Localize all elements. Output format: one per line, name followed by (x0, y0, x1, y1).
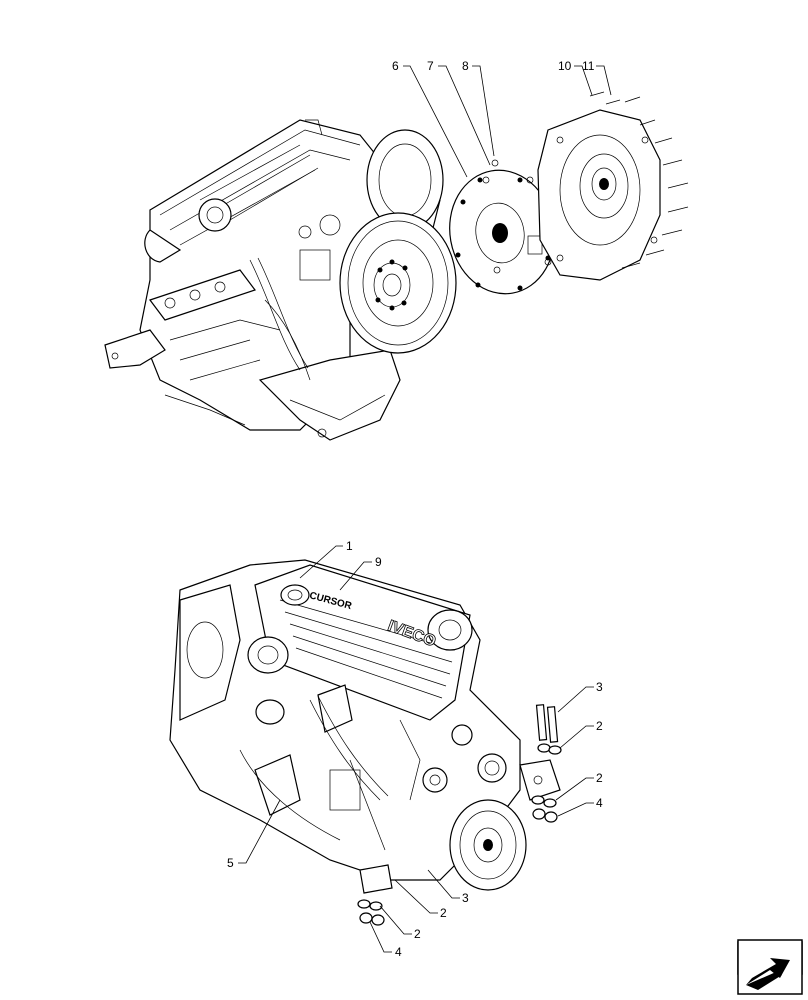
callout-10: 10 (558, 59, 572, 73)
callout-5: 5 (227, 856, 234, 870)
right-mount-hardware (531, 704, 562, 823)
top-engine-assembly (104, 119, 444, 441)
callout-3-left: 3 (462, 891, 469, 905)
housing-cap-screws (589, 91, 689, 269)
callout-4-right: 4 (596, 796, 603, 810)
callout-7: 7 (427, 59, 434, 73)
callout-2-right-lower: 2 (596, 771, 603, 785)
leaders-top (403, 65, 612, 178)
callout-3-right: 3 (596, 680, 603, 694)
plate-bolts (482, 159, 552, 274)
callout-1: 1 (346, 539, 353, 553)
callout-6: 6 (392, 59, 399, 73)
next-page-arrow-icon[interactable] (737, 939, 803, 995)
callout-4-left: 4 (395, 945, 402, 959)
bottom-engine-assembly (169, 559, 561, 894)
clutch-housing (537, 109, 661, 281)
callout-2-left-lower: 2 (414, 927, 421, 941)
callout-2-left-upper: 2 (440, 906, 447, 920)
left-mount-hardware (357, 899, 385, 926)
drive-plate (449, 169, 555, 295)
callout-2-right-upper: 2 (596, 719, 603, 733)
callouts-bottom: 1 9 3 2 2 4 5 3 2 2 4 (227, 539, 603, 959)
callout-8: 8 (462, 59, 469, 73)
callout-9: 9 (375, 555, 382, 569)
leaders-bottom (238, 545, 594, 953)
callouts-top: 6 7 8 10 11 (392, 59, 595, 73)
callout-11: 11 (582, 59, 595, 73)
flywheel (339, 212, 457, 354)
